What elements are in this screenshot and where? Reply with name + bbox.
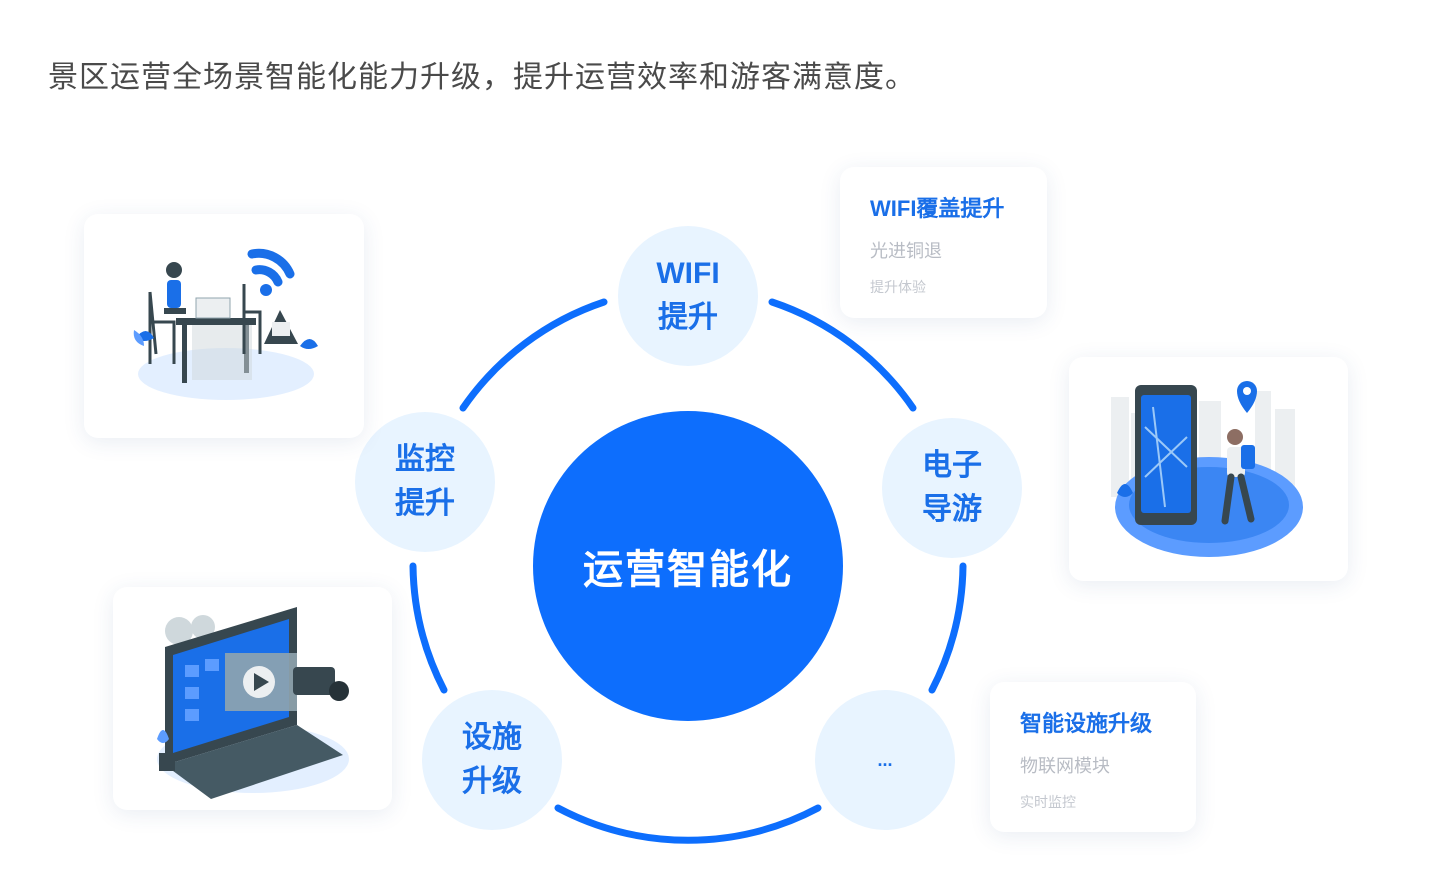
arc-guide-more [928, 562, 967, 694]
card-wifi-sub: 光进铜退 [870, 241, 942, 261]
node-guide-line-2: 导游 [922, 493, 982, 526]
cafe-wifi-illustration [133, 248, 318, 400]
arc-monitor-wifi [459, 298, 608, 412]
node-wifi-line-1: WIFI [656, 257, 720, 290]
card-wifi-coverage: WIFI覆盖提升 光进铜退 提升体验 [840, 167, 1047, 318]
illus-card-video [113, 587, 392, 810]
arc-facility-monitor [409, 562, 448, 694]
node-more-line-1: ... [877, 750, 893, 770]
card-smart-facility: 智能设施升级 物联网模块 实时监控 [990, 682, 1196, 832]
illus-card-navigation [1069, 357, 1348, 581]
card-wifi-extra: 提升体验 [870, 279, 926, 295]
card-smart-extra: 实时监控 [1020, 794, 1076, 810]
node-facility-line-2: 升级 [462, 765, 522, 798]
arc-more-facility [554, 804, 822, 844]
mobile-navigation-illustration [1111, 381, 1303, 557]
node-monitor-line-1: 监控 [395, 443, 455, 476]
arc-wifi-guide [768, 298, 917, 412]
page-headline: 景区运营全场景智能化能力升级，提升运营效率和游客满意度。 [48, 61, 916, 94]
node-facility[interactable]: 设施 升级 [422, 690, 562, 830]
node-guide-line-1: 电子 [922, 449, 982, 482]
card-smart-sub: 物联网模块 [1020, 756, 1110, 776]
node-more[interactable]: ... [815, 690, 955, 830]
node-monitor-line-2: 提升 [395, 487, 455, 520]
card-smart-title: 智能设施升级 [1020, 711, 1153, 736]
center-label: 运营智能化 [583, 548, 793, 592]
node-guide[interactable]: 电子 导游 [882, 418, 1022, 558]
card-wifi-title: WIFI覆盖提升 [870, 196, 1005, 221]
illus-card-cafe [84, 214, 364, 438]
node-wifi[interactable]: WIFI 提升 [618, 226, 758, 366]
video-surveillance-illustration [157, 607, 349, 799]
node-facility-line-1: 设施 [462, 721, 522, 754]
node-monitor[interactable]: 监控 提升 [355, 412, 495, 552]
node-wifi-line-2: 提升 [658, 301, 718, 334]
center-circle: 运营智能化 [533, 411, 843, 721]
